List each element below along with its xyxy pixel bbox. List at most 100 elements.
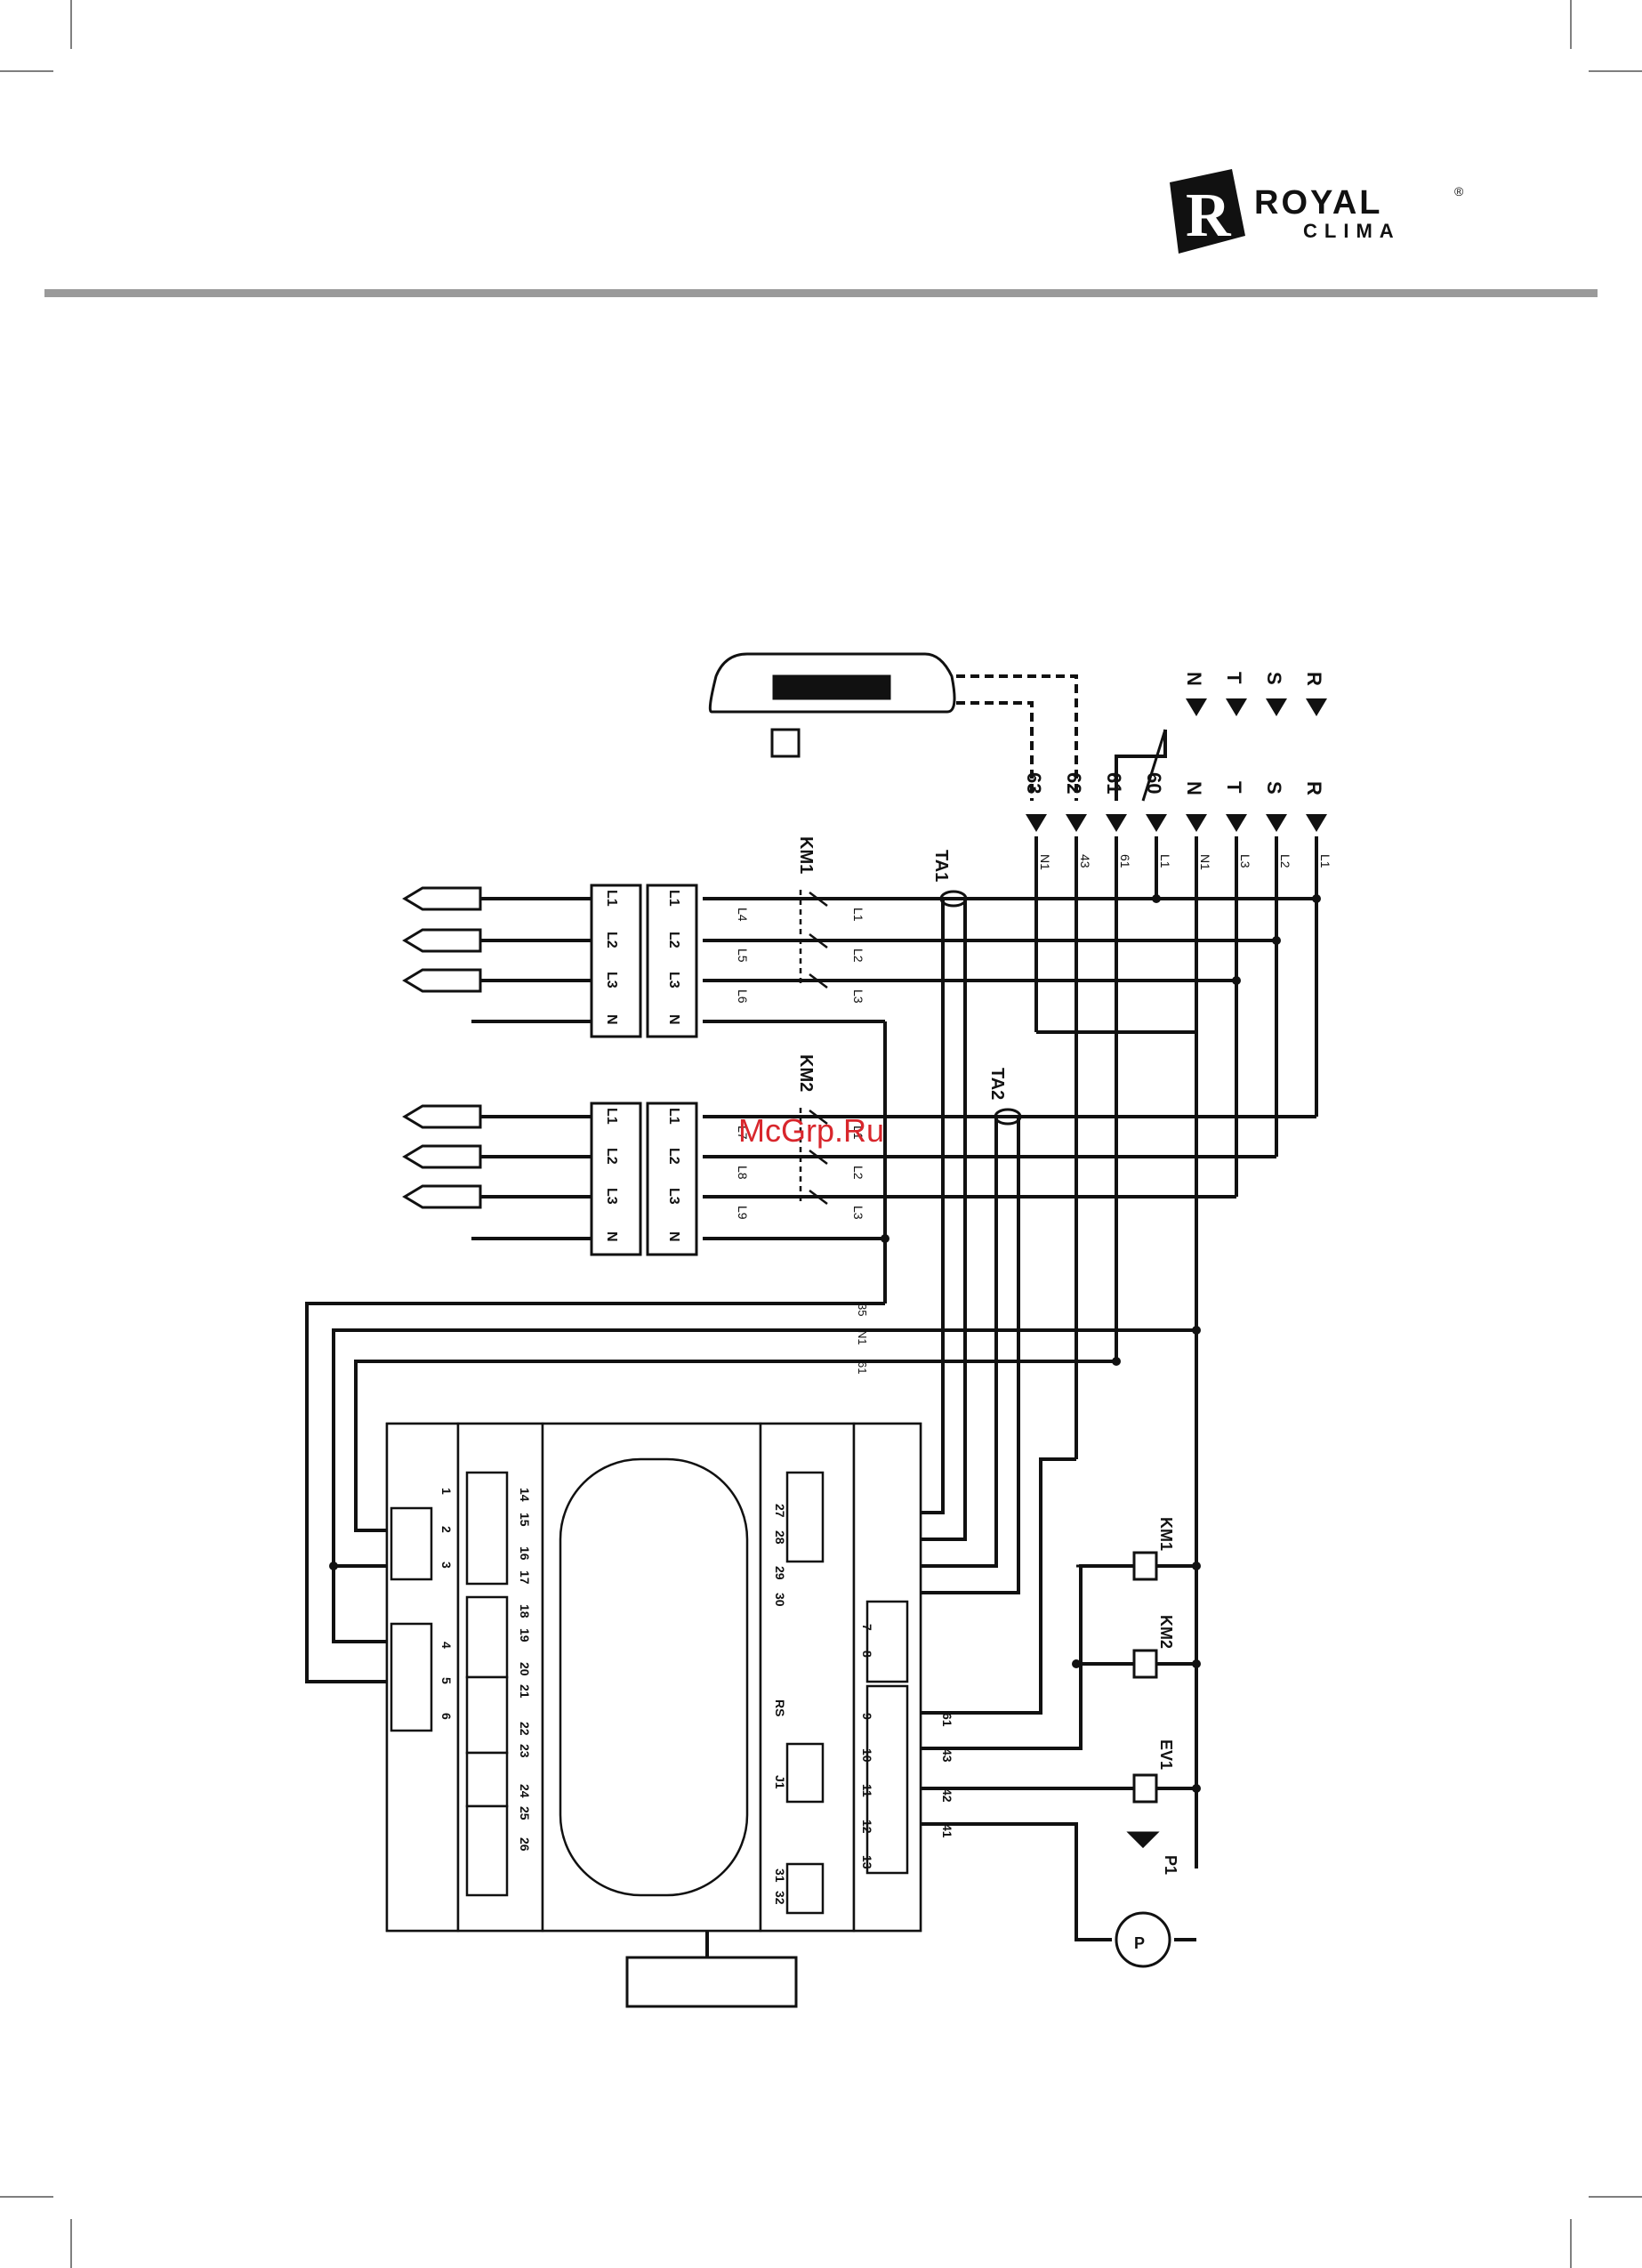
- controller-terminal: 15: [518, 1513, 532, 1527]
- terminal-label: 61: [1103, 772, 1125, 794]
- controller-terminal: 3: [439, 1562, 454, 1569]
- plug-label: L3: [604, 1188, 619, 1205]
- controller-terminal: 4: [439, 1642, 454, 1649]
- supply-label: N: [1183, 672, 1205, 686]
- km1-out-label: L5: [736, 948, 750, 963]
- output-wire-label: 42: [940, 1788, 954, 1803]
- controller-terminal: 30: [773, 1593, 787, 1607]
- controller-terminal: 13: [860, 1855, 874, 1869]
- wire-label: L1: [1158, 854, 1172, 868]
- terminal-label: S: [1263, 781, 1285, 795]
- bus-label: N1: [856, 1330, 869, 1345]
- rs-label: RS: [773, 1699, 787, 1716]
- plug-connectors: [590, 884, 698, 1256]
- plug-label: L3: [604, 972, 619, 989]
- controller-terminal: 19: [518, 1628, 532, 1642]
- controller-terminal: 31: [773, 1868, 787, 1883]
- logo-letter: R: [1186, 182, 1232, 250]
- km1-in-label: L1: [851, 908, 865, 922]
- coil-label-ev1: EV1: [1157, 1739, 1175, 1770]
- plug-label: L3: [666, 972, 681, 989]
- km2-out-label: L7: [736, 1126, 750, 1140]
- controller-terminal: 32: [773, 1891, 787, 1905]
- wire-label: N1: [1038, 854, 1052, 870]
- terminal-label: N: [1183, 781, 1205, 795]
- wire-label: N1: [1198, 854, 1212, 870]
- km2-out-label: L9: [736, 1206, 750, 1220]
- controller-terminal: 21: [518, 1684, 532, 1699]
- controller-terminal: 10: [860, 1748, 874, 1763]
- brand-registered-mark: ®: [1454, 184, 1464, 198]
- terminal-label: 63: [1023, 772, 1045, 794]
- controller-terminal: 17: [518, 1570, 532, 1585]
- km2-in-label: L2: [851, 1166, 865, 1180]
- plug-label: L1: [666, 890, 681, 907]
- brand-logo: R ROYAL ® CLIMA: [1161, 165, 1481, 262]
- plug-label: L1: [666, 1108, 681, 1125]
- terminal-label: 62: [1063, 772, 1085, 794]
- plug-label: L1: [604, 1108, 619, 1125]
- plug-label: N: [666, 1231, 681, 1242]
- controller-terminal: 16: [518, 1546, 532, 1561]
- wire-label: L1: [1318, 854, 1332, 868]
- plug-label: L1: [604, 890, 619, 907]
- supply-label: T: [1223, 672, 1245, 684]
- pump-symbol: P: [1134, 1934, 1145, 1952]
- jack-label: J1: [773, 1775, 787, 1789]
- controller-terminal: 22: [518, 1722, 532, 1736]
- wire-label: L2: [1278, 854, 1292, 868]
- contactor-label-km1: KM1: [796, 836, 816, 874]
- controller-terminal: 14: [518, 1488, 532, 1502]
- plug-label: N: [666, 1014, 681, 1025]
- coil-label-km1: KM1: [1157, 1517, 1175, 1551]
- contactor-label-km2: KM2: [796, 1054, 816, 1092]
- km1-in-label: L2: [851, 948, 865, 963]
- controller-terminal: 6: [439, 1713, 454, 1720]
- plug-label: L2: [666, 932, 681, 948]
- controller-terminal: 18: [518, 1604, 532, 1618]
- relay-coils: [1076, 1551, 1196, 1968]
- output-wire-label: 41: [940, 1824, 954, 1838]
- output-wire-label: 43: [940, 1748, 954, 1763]
- controller-terminal: 5: [439, 1677, 454, 1684]
- keypad-box: [625, 1956, 798, 2008]
- km1-out-label: L4: [736, 908, 750, 922]
- contactor-contacts: [799, 890, 828, 1206]
- controller-terminal: 27: [773, 1504, 787, 1518]
- controller-terminal: 12: [860, 1820, 874, 1834]
- supply-label: R: [1303, 672, 1325, 686]
- controller-terminal: 28: [773, 1530, 787, 1545]
- controller-terminal: 7: [860, 1624, 874, 1631]
- wire-label: 43: [1078, 854, 1092, 868]
- royal-clima-emblem-icon: R: [1170, 169, 1245, 254]
- km1-out-label: L6: [736, 989, 750, 1004]
- watermark: McGrp.Ru: [738, 1112, 885, 1149]
- controller-terminal: 20: [518, 1662, 532, 1676]
- controller-terminal: 23: [518, 1744, 532, 1758]
- wire-label: 61: [1118, 854, 1132, 868]
- brand-name-line2: CLIMA: [1303, 220, 1401, 242]
- terminal-label: 60: [1143, 772, 1165, 794]
- brand-name-line1: ROYAL: [1254, 184, 1383, 222]
- km2-in-label: L1: [851, 1126, 865, 1140]
- wire-label: L3: [1238, 854, 1252, 868]
- header-rule: [44, 289, 1598, 297]
- controller-terminal: 8: [860, 1651, 874, 1658]
- controller-terminal: 29: [773, 1566, 787, 1580]
- bus-label: 61: [856, 1361, 869, 1374]
- current-transformer-label-ta1: TA1: [931, 850, 951, 882]
- km2-out-label: L8: [736, 1166, 750, 1180]
- plug-label: L2: [666, 1148, 681, 1165]
- km1-in-label: L3: [851, 989, 865, 1004]
- controller-terminal: 25: [518, 1806, 532, 1820]
- controller-unit: [385, 1422, 922, 1933]
- plug-label: L3: [666, 1188, 681, 1205]
- coil-label-p1: P1: [1162, 1855, 1179, 1875]
- current-transformer-coils: [939, 890, 1022, 1126]
- supply-label: S: [1263, 672, 1285, 685]
- plug-label: N: [604, 1231, 619, 1242]
- plug-label: L2: [604, 1148, 619, 1165]
- controller-terminal: 9: [860, 1713, 874, 1720]
